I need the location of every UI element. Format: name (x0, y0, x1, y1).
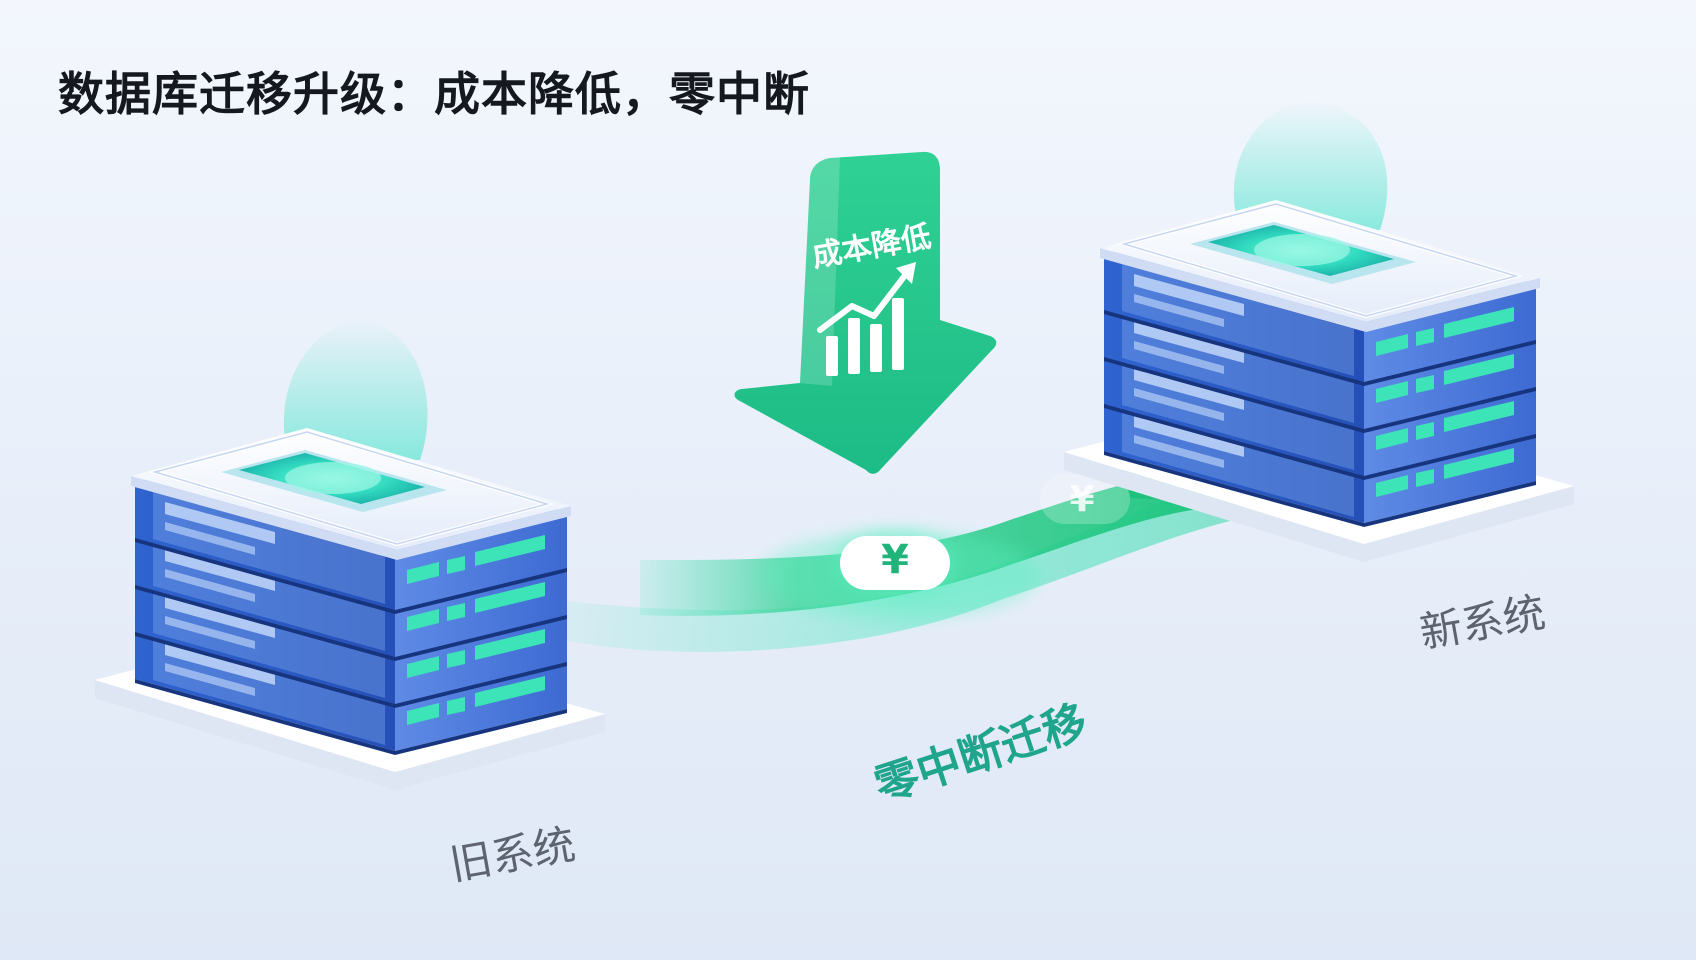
yen-coin-icon (833, 531, 957, 599)
trend-arrow-icon (817, 262, 916, 333)
new-system-server (1064, 100, 1574, 562)
bar-chart-icon (826, 298, 904, 376)
server-stack-icon (95, 428, 605, 790)
page-title: 数据库迁移升级：成本降低，零中断 (58, 67, 810, 121)
old-system-server (95, 318, 605, 790)
yen-symbol: ¥ (881, 537, 909, 583)
yen-symbol-faded: ¥ (1069, 479, 1095, 521)
yen-coin-icon-faded (1040, 474, 1130, 524)
